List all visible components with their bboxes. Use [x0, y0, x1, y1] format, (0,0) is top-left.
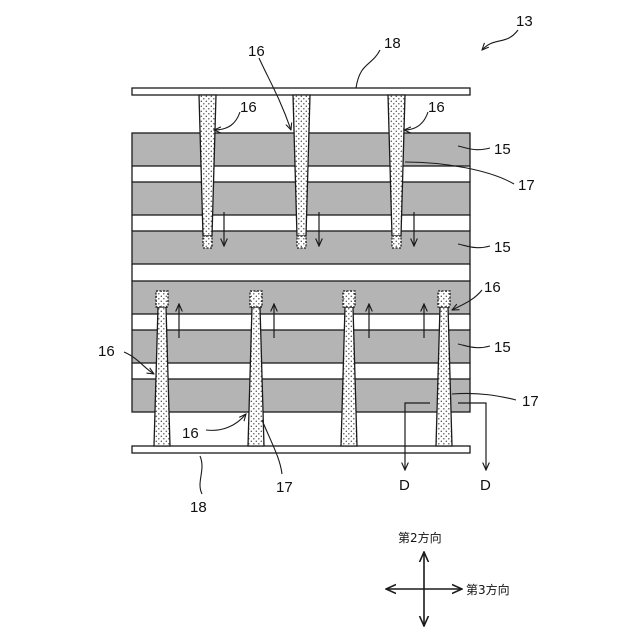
label-15-a: 15 — [494, 141, 511, 158]
drain-label-1: D — [399, 477, 410, 494]
label-17-top: 17 — [518, 177, 535, 194]
label-18-top: 18 — [384, 35, 401, 52]
label-15-c: 15 — [494, 339, 511, 356]
label-16-top-1: 16 — [248, 43, 265, 60]
bottom-plate — [132, 446, 470, 453]
leader-13 — [482, 30, 518, 50]
upper-pillar-2-tip — [297, 236, 306, 248]
label-15-b: 15 — [494, 239, 511, 256]
leader-18-top — [356, 50, 380, 88]
leader-16-bottom — [206, 414, 246, 430]
third-direction-label: 第3方向 — [466, 582, 510, 597]
upper-pillar-3-tip — [392, 236, 401, 248]
upper-pillar-1-tip — [203, 236, 212, 248]
direction-indicator — [386, 552, 462, 626]
lower-pillar-4 — [436, 307, 452, 446]
lower-pillar-2-tip — [250, 291, 262, 307]
label-16-left: 16 — [98, 343, 115, 360]
lower-pillar-4-tip — [438, 291, 450, 307]
layer-6 — [132, 379, 470, 412]
label-16-top-2: 16 — [240, 99, 257, 116]
label-18-bottom: 18 — [190, 499, 207, 516]
leader-16-top-2 — [214, 112, 240, 130]
drain-path-2 — [458, 403, 486, 470]
label-16-bottom: 16 — [182, 425, 199, 442]
layer-5 — [132, 330, 470, 363]
top-plate — [132, 88, 470, 95]
label-13: 13 — [516, 13, 533, 30]
leader-18-bottom — [200, 456, 202, 494]
lower-pillar-1-tip — [156, 291, 168, 307]
label-17-right: 17 — [522, 393, 539, 410]
lower-pillar-2 — [248, 307, 264, 446]
label-16-top-3: 16 — [428, 99, 445, 116]
drain-label-2: D — [480, 477, 491, 494]
upper-pillars — [199, 95, 405, 248]
label-16-right: 16 — [484, 279, 501, 296]
lower-pillar-3 — [341, 307, 357, 446]
drain-path-1 — [405, 403, 430, 470]
lower-pillar-3-tip — [343, 291, 355, 307]
layer-4 — [132, 281, 470, 314]
second-direction-label: 第2方向 — [398, 530, 442, 545]
lower-pillar-1 — [154, 307, 170, 446]
leader-16-top-3 — [404, 112, 428, 130]
label-17-bottom: 17 — [276, 479, 293, 496]
